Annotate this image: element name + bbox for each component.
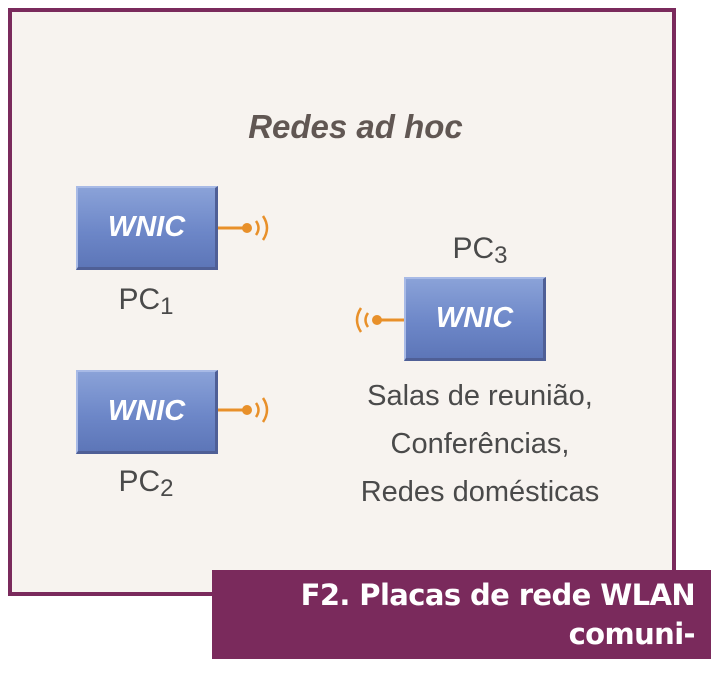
pc3-label: PC3 [452,232,508,269]
pc1-label: PC1 [118,283,174,320]
diagram-frame [8,8,676,596]
wnic-box-pc1: WNIC [76,186,218,270]
wnic-box-pc3: WNIC [404,277,546,361]
use-case-line: Redes domésticas [360,476,600,508]
figure-caption: F2. Placas de rede WLAN comuni- cam-se d… [212,570,711,690]
antenna-signal-icon [218,397,269,423]
antenna-signal-icon [355,307,406,333]
use-case-line: Salas de reunião, [367,380,593,412]
use-cases-text: Salas de reunião, Conferências, Redes do… [330,372,630,516]
diagram-title: Redes ad hoc [248,108,463,145]
caption-line: F2. Placas de rede WLAN comuni- [300,578,696,651]
pc2-label: PC2 [118,465,174,502]
use-case-line: Conferências, [390,428,570,460]
caption-line: cam-se diretamente entre si. [237,656,696,690]
antenna-signal-icon [218,215,269,241]
wnic-box-pc2: WNIC [76,370,218,454]
